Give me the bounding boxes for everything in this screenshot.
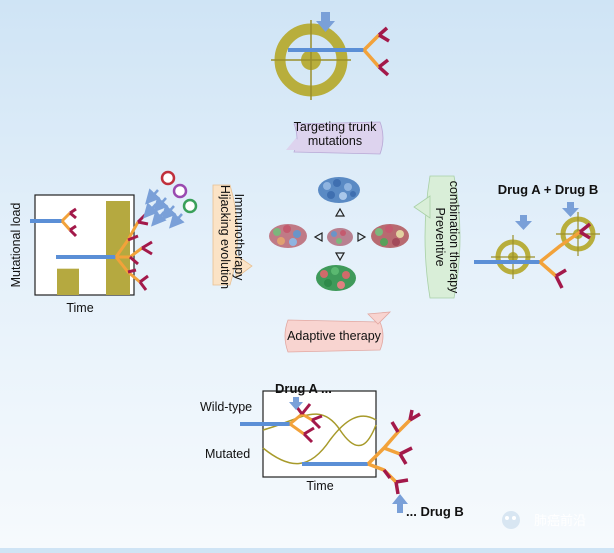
curve-wild-type: [262, 413, 377, 447]
label-trunk-line1: Targeting trunk: [294, 120, 377, 134]
branch-left-small: [60, 207, 78, 238]
branch-wild-type: [289, 403, 323, 444]
label-immuno-line1: Hijacking evolution: [218, 185, 232, 289]
label-drug-ab: Drug A + Drug B: [498, 182, 599, 197]
curved-arrow-adaptive: Adaptive therapy: [284, 311, 392, 353]
cell-cluster-center: [327, 228, 353, 246]
cell-cluster-bottom: [316, 265, 356, 291]
label-mutated: Mutated: [205, 447, 250, 461]
label-immuno-line2: Immunotherapy: [232, 194, 246, 282]
watermark: 肺癌前沿: [502, 511, 586, 529]
curved-arrow-immuno: Hijacking evolution Immunotherapy: [212, 184, 253, 289]
combination-panel: Drug A + Drug B: [474, 182, 600, 289]
mutational-load-panel: Mutational load Time: [9, 170, 198, 315]
antibody-arrows: [143, 188, 185, 229]
tumour-clusters: [269, 177, 409, 291]
label-mutational-load: Mutational load: [9, 203, 23, 288]
label-adaptive: Adaptive therapy: [287, 329, 382, 343]
label-preventive-line1: Preventive: [433, 207, 447, 266]
up-arrow-icon-drug-b: [392, 494, 408, 513]
target-reticle-top: [271, 20, 351, 100]
adaptive-panel: Drug A ... Wild-type Mutated Time ... Dr…: [200, 381, 464, 519]
branch-top: [362, 26, 390, 77]
cell-cluster-left: [269, 224, 307, 248]
branch-right: [538, 222, 592, 289]
cell-cluster-right: [371, 224, 409, 248]
branch-mutated: [366, 409, 421, 495]
label-drug-a: Drug A ...: [275, 381, 332, 396]
immune-cells: [160, 170, 198, 214]
down-arrow-icon-right-2: [562, 202, 579, 217]
bar-high: [106, 201, 130, 295]
trunk-target-group: [271, 12, 390, 100]
branch-left-large: [114, 212, 153, 291]
down-arrow-icon-top: [316, 12, 335, 32]
curved-arrow-trunk: Targeting trunk mutations: [286, 120, 384, 155]
label-trunk-line2: mutations: [308, 134, 362, 148]
label-drug-b: ... Drug B: [406, 504, 464, 519]
curved-arrow-preventive: Preventive combination therapy: [413, 175, 461, 299]
label-preventive-line2: combination therapy: [447, 181, 461, 294]
target-reticle-right-1: [491, 235, 535, 279]
down-arrow-icon-right-1: [515, 215, 532, 230]
label-time-left: Time: [66, 301, 93, 315]
watermark-text: 肺癌前沿: [534, 513, 586, 528]
direction-triangles: [313, 207, 367, 262]
label-wild-type: Wild-type: [200, 400, 252, 414]
curve-mutated: [262, 415, 377, 465]
cell-cluster-top: [318, 177, 360, 203]
bar-low: [57, 268, 79, 295]
down-arrow-icon-drug-a: [289, 397, 303, 410]
label-time-bottom: Time: [306, 479, 333, 493]
